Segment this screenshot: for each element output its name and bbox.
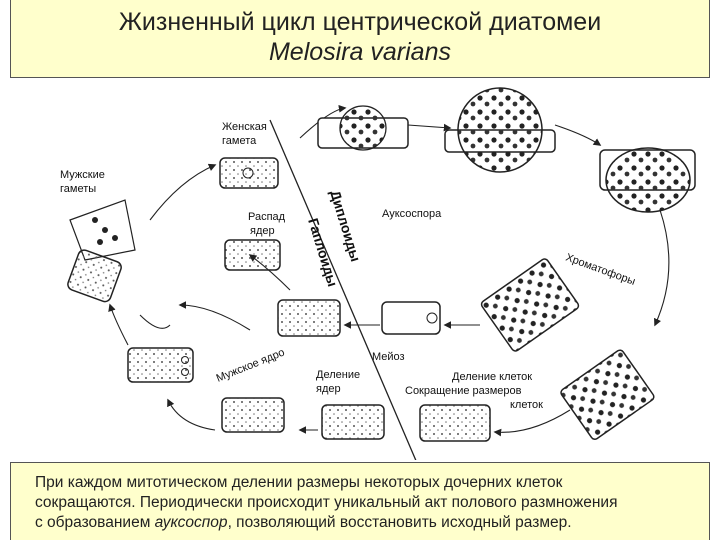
male-gametes-label-2: гаметы: [60, 183, 96, 195]
title-box: Жизненный цикл центрической диатомеи Mel…: [10, 0, 710, 78]
female-gamete-cell: [219, 157, 279, 189]
auxospore-label: Ауксоспора: [382, 208, 442, 220]
female-gamete-label-2: гамета: [222, 135, 257, 147]
caption-line-1: При каждом митотическом делении размеры …: [35, 474, 563, 491]
haploids-label: Гаплоиды: [305, 216, 341, 288]
auxospore-stage-3: [599, 147, 696, 213]
caption-line-2: сокращаются. Периодически происходит уни…: [35, 494, 618, 511]
caption-line-3-pre: с образованием: [35, 514, 155, 531]
auxospore-stage-1: [317, 105, 409, 151]
cell-division-label: Деление клеток: [452, 371, 532, 383]
auxospore-stage-2: [444, 87, 556, 173]
nuclei-division-label-2: ядер: [316, 383, 341, 395]
small-cell-left: [127, 347, 194, 383]
caption-auxospores-term: ауксоспор: [154, 514, 228, 531]
small-cell-bottom-2: [321, 404, 385, 440]
meiosis-cell: [381, 301, 441, 335]
nuclei-division-label-1: Деление: [316, 369, 360, 381]
caption-line-3: с образованием ауксоспор, позволяющий во…: [35, 513, 709, 533]
species-name: Melosira varians: [268, 38, 451, 66]
chromatophores-label: Хроматофоры: [564, 252, 637, 288]
meiosis-label: Мейоз: [372, 351, 405, 363]
male-nucleus-cell: [277, 299, 341, 337]
small-cell-bottom-1: [221, 397, 285, 433]
nuclei-decay-label-1: Распад: [248, 211, 286, 223]
nuclei-decay-cell: [224, 239, 281, 271]
male-gametes-cluster: [67, 199, 136, 303]
size-reduction-label-1: Сокращение размеров: [405, 385, 522, 397]
caption-box: При каждом митотическом делении размеры …: [10, 462, 710, 540]
ploidy-divider-line: [269, 119, 417, 460]
male-nucleus-label: Мужское ядро: [215, 346, 287, 384]
nuclei-decay-label-2: ядер: [250, 225, 275, 237]
male-gametes-label-1: Мужские: [60, 169, 105, 181]
page-title: Жизненный цикл центрической диатомеи: [118, 8, 602, 36]
life-cycle-diagram: Женская гамета Мужские гаметы Распад яде…: [60, 87, 696, 460]
diploids-label: Диплоиды: [327, 188, 364, 263]
chromatophore-cell: [480, 258, 580, 352]
caption-line-3-post: , позволяющий восстановить исходный разм…: [227, 514, 572, 531]
small-cell-bottom-3: [419, 404, 491, 442]
size-reduction-label-2: клеток: [510, 399, 543, 411]
dividing-large-cell: [560, 349, 655, 440]
female-gamete-label-1: Женская: [222, 121, 267, 133]
